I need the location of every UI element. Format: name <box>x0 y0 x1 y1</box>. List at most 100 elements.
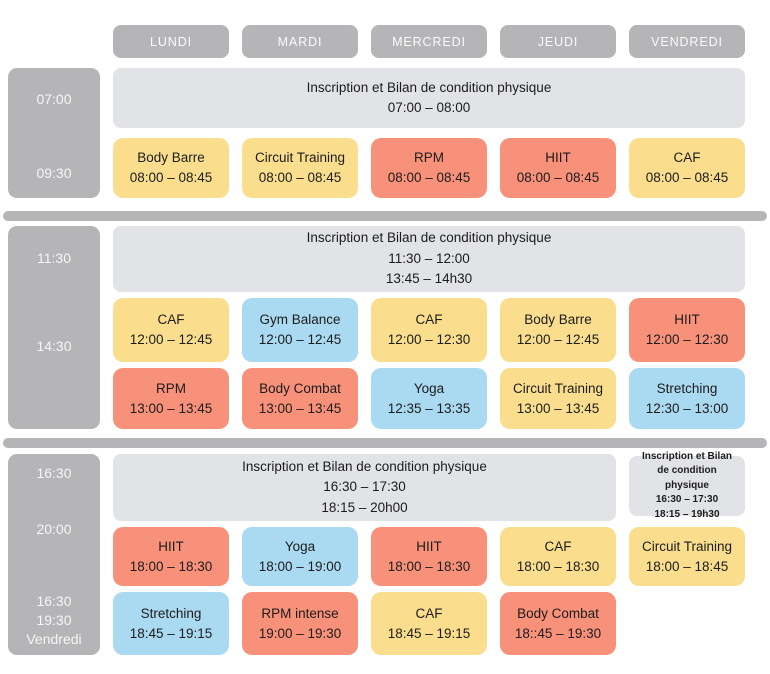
time-label: 16:30 <box>36 465 72 481</box>
cell-lundi-stretching: Stretching 18:45 – 19:15 <box>113 592 229 655</box>
class-name: Stretching <box>140 605 202 621</box>
class-time: 12:35 – 13:35 <box>387 400 471 416</box>
inscription-banner-midday: Inscription et Bilan de condition physiq… <box>113 226 745 292</box>
class-time: 13:00 – 13:45 <box>258 400 342 416</box>
class-name: Stretching <box>656 380 718 396</box>
class-name: Circuit Training <box>254 150 346 165</box>
class-name: Circuit Training <box>641 538 733 554</box>
class-name: RPM intense <box>261 605 339 621</box>
banner-title: Inscription et Bilan de condition physiq… <box>306 79 552 95</box>
time-label-group: 16:30 19:30 Vendredi <box>8 592 100 649</box>
class-name: CAF <box>544 538 572 554</box>
day-header-vendredi: VENDREDI <box>629 25 745 58</box>
section-midday: 11:30 14:30 Inscription et Bilan de cond… <box>0 226 770 429</box>
cell-mardi-yoga: Yoga 18:00 – 19:00 <box>242 527 358 586</box>
cell-jeudi-circuit-training: Circuit Training 13:00 – 13:45 <box>500 368 616 429</box>
cell-jeudi-body-barre: Body Barre 12:00 – 12:45 <box>500 298 616 362</box>
time-label: Vendredi <box>26 631 82 647</box>
day-header-row: LUNDI MARDI MERCREDI JEUDI VENDREDI <box>0 25 770 58</box>
cell-mardi-rpm-intense: RPM intense 19:00 – 19:30 <box>242 592 358 655</box>
class-name: CAF <box>673 150 701 165</box>
class-name: HIIT <box>158 538 184 554</box>
time-label: 09:30 <box>36 165 72 181</box>
class-time: 08:00 – 08:45 <box>516 170 600 185</box>
cell-lundi-caf: CAF 12:00 – 12:45 <box>113 298 229 362</box>
class-name: Yoga <box>413 380 445 396</box>
day-header-jeudi: JEUDI <box>500 25 616 58</box>
time-label: 07:00 <box>36 91 72 107</box>
cell-vendredi-stretching: Stretching 12:30 – 13:00 <box>629 368 745 429</box>
banner-time: 11:30 – 12:00 <box>388 250 470 266</box>
class-time: 08:00 – 08:45 <box>129 170 213 185</box>
time-label: 11:30 <box>37 250 71 266</box>
banner-time: 13:45 – 14h30 <box>385 271 473 287</box>
cell-jeudi-caf: CAF 18:00 – 18:30 <box>500 527 616 586</box>
section-divider <box>3 438 767 448</box>
cell-vendredi-circuit-training: Circuit Training 18:00 – 18:45 <box>629 527 745 586</box>
time-block-midday: 11:30 14:30 <box>8 226 100 429</box>
class-time: 19:00 – 19:30 <box>258 625 342 641</box>
class-time: 12:00 – 12:45 <box>129 332 213 347</box>
class-name: CAF <box>415 605 443 621</box>
day-header-mercredi: MERCREDI <box>371 25 487 58</box>
class-time: 18:00 – 18:30 <box>516 558 600 574</box>
cell-lundi-body-barre: Body Barre 08:00 – 08:45 <box>113 138 229 198</box>
time-label: 16:30 <box>36 593 72 609</box>
banner-time: 16:30 – 17:30 <box>323 479 406 495</box>
cell-mercredi-hiit: HIIT 18:00 – 18:30 <box>371 527 487 586</box>
banner-time: 18:15 – 19h30 <box>654 508 720 520</box>
inscription-banner-vendredi: Inscription et Bilan de condition physiq… <box>629 451 745 520</box>
banner-title: Inscription et Bilan de condition physiq… <box>306 230 552 246</box>
class-name: Gym Balance <box>259 312 341 327</box>
cell-mardi-gym-balance: Gym Balance 12:00 – 12:45 <box>242 298 358 362</box>
class-name: HIIT <box>545 150 571 165</box>
day-header-lundi: LUNDI <box>113 25 229 58</box>
class-name: Body Barre <box>524 312 592 327</box>
banner-time: 07:00 – 08:00 <box>387 100 471 115</box>
class-name: CAF <box>415 312 443 327</box>
section-divider <box>3 211 767 221</box>
class-name: CAF <box>157 312 185 327</box>
class-time: 18:45 – 19:15 <box>387 625 471 641</box>
banner-time: 18:15 – 20h00 <box>321 499 408 515</box>
time-block-evening: 16:30 20:00 16:30 19:30 Vendredi <box>8 454 100 655</box>
section-evening: 16:30 20:00 16:30 19:30 Vendredi Inscrip… <box>0 451 770 655</box>
class-time: 08:00 – 08:45 <box>387 170 471 185</box>
cell-mardi-circuit-training: Circuit Training 08:00 – 08:45 <box>242 138 358 198</box>
class-time: 12:00 – 12:45 <box>258 332 342 347</box>
cell-jeudi-body-combat: Body Combat 18::45 – 19:30 <box>500 592 616 655</box>
inscription-banner-evening: Inscription et Bilan de condition physiq… <box>113 454 616 521</box>
class-name: Circuit Training <box>512 380 604 396</box>
class-name: Yoga <box>284 538 316 554</box>
class-time: 12:30 – 13:00 <box>645 400 729 416</box>
time-label: 14:30 <box>36 338 72 354</box>
class-name: Body Combat <box>517 605 599 621</box>
class-name: HIIT <box>674 312 700 327</box>
class-time: 18:00 – 18:30 <box>387 558 471 574</box>
class-time: 13:00 – 13:45 <box>516 400 600 416</box>
cell-mercredi-caf: CAF 18:45 – 19:15 <box>371 592 487 655</box>
class-name: RPM <box>414 150 444 165</box>
class-time: 18:00 – 18:45 <box>645 558 729 574</box>
cell-vendredi-caf: CAF 08:00 – 08:45 <box>629 138 745 198</box>
class-time: 18:00 – 19:00 <box>258 558 342 574</box>
class-time: 12:00 – 12:30 <box>645 332 729 347</box>
class-time: 08:00 – 08:45 <box>645 170 729 185</box>
section-morning: 07:00 09:30 Inscription et Bilan de cond… <box>0 68 770 198</box>
class-name: HIIT <box>416 538 442 554</box>
cell-mercredi-caf: CAF 12:00 – 12:30 <box>371 298 487 362</box>
day-header-mardi: MARDI <box>242 25 358 58</box>
class-time: 13:00 – 13:45 <box>129 400 213 416</box>
class-name: Body Barre <box>137 150 205 165</box>
cell-mercredi-yoga: Yoga 12:35 – 13:35 <box>371 368 487 429</box>
class-time: 08:00 – 08:45 <box>258 170 342 185</box>
time-block-morning: 07:00 09:30 <box>8 68 100 198</box>
banner-title: Inscription et Bilan de condition physiq… <box>242 458 487 474</box>
time-label: 20:00 <box>36 521 72 537</box>
cell-lundi-rpm: RPM 13:00 – 13:45 <box>113 368 229 429</box>
class-time: 12:00 – 12:30 <box>387 332 471 347</box>
class-time: 18::45 – 19:30 <box>514 625 602 641</box>
banner-time: 16:30 – 17:30 <box>655 494 719 506</box>
header-spacer <box>8 25 100 58</box>
